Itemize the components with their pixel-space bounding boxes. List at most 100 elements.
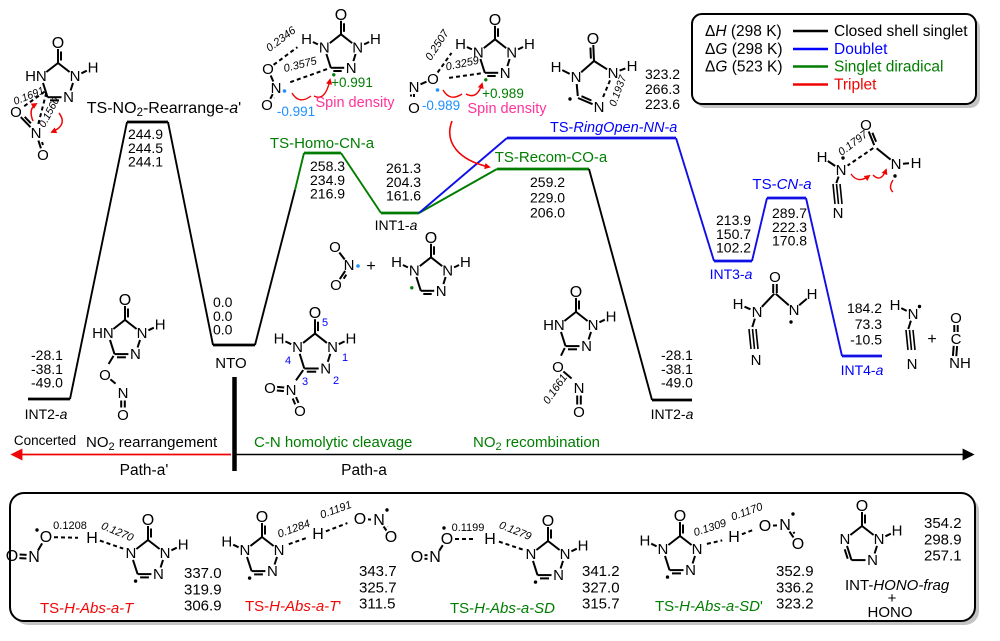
svg-text:O: O: [256, 509, 268, 526]
svg-text:TS-RingOpen-NN-a: TS-RingOpen-NN-a: [550, 120, 677, 136]
svg-text:N: N: [70, 68, 81, 85]
svg-text:N: N: [31, 125, 42, 142]
svg-text:327.0: 327.0: [582, 579, 620, 596]
svg-text:N: N: [874, 531, 885, 548]
svg-text:4: 4: [285, 355, 291, 367]
svg-text:O: O: [354, 511, 366, 528]
svg-text:H: H: [178, 537, 189, 554]
svg-text:N: N: [442, 262, 453, 279]
svg-text:N: N: [692, 541, 703, 558]
svg-text:229.0: 229.0: [530, 189, 565, 205]
svg-text:O: O: [117, 407, 129, 424]
svg-text:0.1208: 0.1208: [53, 520, 87, 532]
svg-text:O: O: [261, 97, 273, 114]
svg-text:N: N: [571, 69, 582, 86]
svg-text:N: N: [286, 382, 297, 399]
svg-text:N: N: [125, 545, 136, 562]
svg-text:ΔH (298 K): ΔH (298 K): [705, 23, 782, 40]
svg-text:O: O: [385, 529, 397, 546]
svg-text:N: N: [836, 162, 847, 179]
svg-text:+0.989: +0.989: [482, 86, 524, 101]
svg-text:+: +: [366, 258, 375, 275]
svg-text:O: O: [142, 512, 154, 529]
svg-text:H: H: [890, 297, 901, 314]
svg-text:O: O: [427, 71, 439, 88]
svg-text:O: O: [792, 536, 804, 553]
svg-text:N: N: [908, 306, 919, 323]
svg-text:ΔG (298 K): ΔG (298 K): [705, 41, 783, 58]
svg-text:O: O: [264, 380, 276, 397]
svg-text:HN: HN: [25, 68, 47, 85]
svg-text:H: H: [911, 155, 922, 172]
svg-text:N: N: [274, 542, 285, 559]
svg-text:H: H: [639, 533, 650, 550]
svg-text:N: N: [28, 549, 40, 566]
svg-text:O: O: [542, 513, 554, 530]
svg-text:TS-H-Abs-a-T: TS-H-Abs-a-T: [40, 600, 135, 617]
svg-text:O: O: [573, 404, 585, 421]
svg-text:H: H: [817, 149, 828, 166]
svg-text:N: N: [553, 567, 564, 584]
svg-text:H: H: [728, 529, 740, 546]
svg-text:5: 5: [322, 317, 328, 329]
svg-text:O: O: [759, 518, 771, 535]
svg-text:H: H: [484, 531, 496, 548]
svg-text:Closed shell singlet: Closed shell singlet: [834, 23, 968, 40]
svg-text:0.1199: 0.1199: [452, 522, 485, 534]
svg-text:3: 3: [302, 376, 308, 388]
svg-text:161.6: 161.6: [386, 188, 421, 204]
svg-text:H: H: [345, 330, 356, 347]
svg-text:N: N: [373, 512, 385, 529]
svg-text:H: H: [807, 286, 818, 303]
svg-text:H: H: [524, 36, 535, 53]
svg-text:-10.5: -10.5: [850, 332, 882, 348]
svg-text:311.5: 311.5: [359, 596, 395, 613]
svg-text:N: N: [685, 562, 696, 579]
svg-text:O: O: [6, 548, 18, 565]
svg-text:O: O: [408, 100, 420, 117]
svg-text:N: N: [751, 352, 762, 369]
svg-text:H: H: [155, 317, 166, 334]
svg-text:NH: NH: [949, 355, 971, 372]
svg-text:O: O: [769, 269, 781, 286]
svg-text:TS-H-Abs-a-SD: TS-H-Abs-a-SD: [450, 600, 555, 617]
svg-text:O: O: [674, 508, 686, 525]
svg-text:244.1: 244.1: [128, 154, 163, 170]
svg-text:Doublet: Doublet: [834, 41, 888, 58]
svg-text:N: N: [267, 563, 278, 580]
svg-text:O: O: [99, 367, 111, 384]
svg-text:N: N: [833, 205, 844, 222]
svg-text:N: N: [907, 356, 918, 373]
svg-text:73.3: 73.3: [855, 316, 882, 332]
svg-text:N: N: [429, 549, 441, 566]
svg-text:N: N: [581, 338, 592, 355]
svg-text:0.0: 0.0: [213, 322, 233, 338]
svg-text:259.2: 259.2: [530, 174, 565, 190]
svg-text:354.2: 354.2: [924, 515, 962, 532]
svg-text:2: 2: [333, 375, 339, 387]
svg-text:N: N: [160, 545, 171, 562]
svg-text:Singlet diradical: Singlet diradical: [834, 59, 943, 76]
svg-text:337.0: 337.0: [184, 565, 222, 582]
svg-text:O: O: [425, 230, 437, 247]
svg-text:323.2: 323.2: [645, 66, 680, 82]
svg-text:Path-a: Path-a: [341, 462, 387, 479]
svg-text:O: O: [570, 284, 582, 301]
svg-text:319.9: 319.9: [184, 581, 222, 598]
svg-text:N: N: [752, 304, 763, 321]
svg-text:N: N: [588, 317, 599, 334]
svg-text:H: H: [86, 530, 98, 547]
svg-text:HN: HN: [543, 317, 565, 334]
svg-text:N: N: [409, 79, 420, 96]
svg-text:O: O: [330, 277, 342, 294]
svg-text:N: N: [63, 89, 74, 106]
svg-text:TS-H-Abs-a-SD': TS-H-Abs-a-SD': [655, 598, 763, 615]
svg-text:336.2: 336.2: [776, 579, 814, 596]
svg-text:TS-Homo-CN-a: TS-Homo-CN-a: [270, 135, 375, 152]
svg-text:O: O: [309, 305, 321, 322]
svg-text:H: H: [88, 60, 99, 77]
svg-text:Triplet: Triplet: [834, 77, 877, 94]
svg-text:1: 1: [342, 352, 348, 364]
svg-text:H: H: [391, 254, 402, 271]
svg-text:ΔG (523 K): ΔG (523 K): [705, 59, 783, 76]
